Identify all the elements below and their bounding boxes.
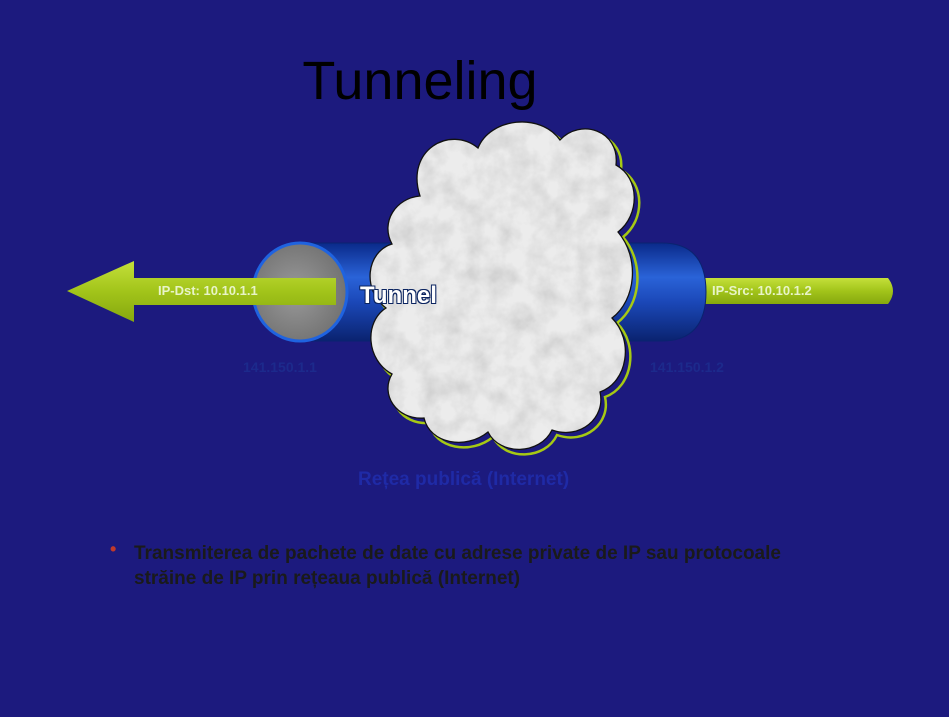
network-caption: Rețea publică (Internet) [358,469,570,490]
tunnel-label: Tunnel [360,282,437,309]
left-packet-label: IP-Dst: 10.10.1.1 [158,283,258,298]
right-endpoint-ip: 141.150.1.2 [650,359,724,375]
left-packet-arrow [67,261,336,322]
right-packet-label: IP-Src: 10.10.1.2 [712,283,812,298]
left-endpoint-ip: 141.150.1.1 [243,359,317,375]
cloud-outline [369,121,635,451]
slide-title: Tunneling [302,51,538,111]
bullet-marker: • [110,539,117,559]
bullet-text: Transmiterea de pachete de date cu adres… [134,543,781,589]
